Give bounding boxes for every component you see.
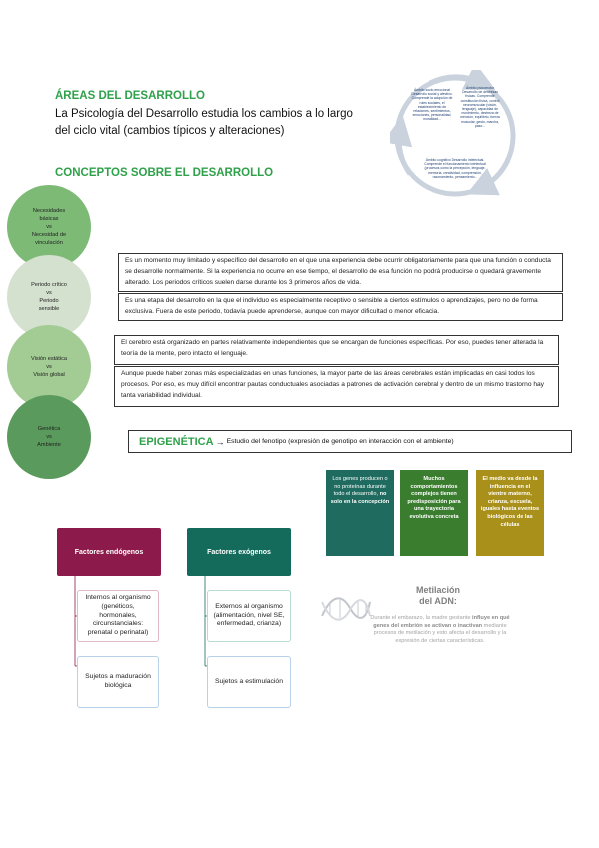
- metilacion-title-line1: Metilación: [415, 585, 460, 595]
- circle-bottom-label: Ambiente: [37, 442, 61, 448]
- circle-top-label: Genética: [37, 426, 61, 432]
- metilacion-text-post: mediante procesos de metilación y esto a…: [373, 622, 507, 644]
- vision-estatica-box: El cerebro está organizado en partes rel…: [114, 335, 559, 365]
- epigenetica-text: Estudio del fenotipo (expresión de genot…: [226, 438, 454, 445]
- exogenos-card-estimulacion: Sujetos a estimulación: [207, 656, 291, 708]
- epigenetica-box: EPIGENÉTICA → Estudio del fenotipo (expr…: [128, 430, 572, 453]
- intro-line-2: del ciclo vital (cambios típicos y alter…: [55, 125, 285, 137]
- factores-endogenos-header: Factores endógenos: [57, 528, 161, 576]
- circle-top-label: Visión estática: [31, 356, 67, 362]
- metilacion-text: Durante el embarazo, la madre gestante i…: [370, 615, 510, 645]
- vision-global-box: Aunque puede haber zonas más especializa…: [114, 366, 559, 407]
- development-areas-cycle: Ámbito socio-emocional Desarrollo social…: [390, 70, 520, 202]
- gene-card-text: Los genes producen o no proteínas durant…: [332, 476, 388, 498]
- cycle-psychomotor: Ámbito psicomotor Desarrollo de destreza…: [460, 86, 500, 128]
- circle-top-label: Necesidades básicas: [32, 208, 66, 222]
- gene-card-predisposition: Muchos comportamientos complejos tienen …: [400, 470, 468, 556]
- epigenetica-title: EPIGENÉTICA: [139, 435, 214, 448]
- circle-bottom-label: Visión global: [33, 372, 65, 378]
- circle-bottom-label: Necesidad de vinculación: [31, 232, 67, 246]
- circle-vs-label: vs: [46, 434, 52, 440]
- concepts-title: CONCEPTOS SOBRE EL DESARROLLO: [55, 167, 274, 179]
- exogenos-card-externos: Externos al organismo (alimentación, niv…: [207, 590, 291, 642]
- circle-genetica: Genética vs Ambiente: [7, 395, 91, 479]
- periodo-critico-box: Es un momento muy limitado y específico …: [118, 253, 563, 292]
- gene-card-text: Muchos comportamientos complejos tienen …: [407, 476, 461, 520]
- circle-vs-label: vs: [46, 224, 52, 230]
- circle-top-label: Periodo crítico: [31, 282, 67, 288]
- cycle-ring: [390, 70, 516, 197]
- circle-vs-label: vs: [46, 364, 52, 370]
- endogenos-card-internos: Internos al organismo (genéticos, hormon…: [77, 590, 159, 642]
- factores-exogenos-header: Factores exógenos: [187, 528, 291, 576]
- metilacion-text-bold: influye en qué genes del embrión se acti…: [373, 615, 510, 629]
- intro-line-1: La Psicología del Desarrollo estudia los…: [55, 108, 353, 120]
- metilacion-text-pre: Durante el embarazo, la madre gestante: [370, 615, 473, 621]
- gene-card-environment: El medio va desde la influencia en el vi…: [476, 470, 544, 556]
- endogenos-card-maduracion: Sujetos a maduración biológica: [77, 656, 159, 708]
- dna-icon: [321, 597, 371, 621]
- arrow-icon: →: [215, 436, 225, 447]
- gene-card-proteins: Los genes producen o no proteínas durant…: [326, 470, 394, 556]
- circle-vs-label: vs: [46, 290, 52, 296]
- areas-title: ÁREAS DEL DESARROLLO: [55, 90, 205, 102]
- periodo-sensible-box: Es una etapa del desarrollo en la que el…: [118, 293, 563, 321]
- gene-card-text: El medio va desde la influencia en el vi…: [480, 476, 540, 528]
- circle-bottom-label: Periodo sensible: [38, 298, 60, 312]
- metilacion-title-line2: del ADN:: [419, 596, 457, 606]
- metilacion-title: Metilación del ADN:: [393, 585, 483, 607]
- gene-card-bold: no solo en la concepción: [330, 491, 390, 505]
- cycle-socioemotional: Ámbito socio-emocional Desarrollo social…: [411, 88, 453, 122]
- cycle-cognitive: Ámbito cognitivo Desarrollo intelectual.…: [424, 158, 486, 179]
